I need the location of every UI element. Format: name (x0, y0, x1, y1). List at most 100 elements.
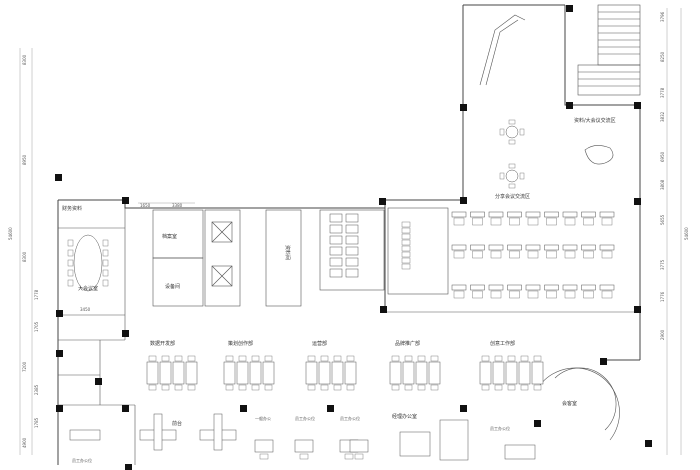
meeting-chair (102, 239, 109, 247)
workstation-chair (251, 355, 260, 362)
structural-column (55, 174, 62, 181)
structural-column (379, 198, 386, 205)
workstation-chair (430, 355, 439, 362)
label-archive-room: 档案室 (162, 233, 177, 240)
lecture-chair (546, 290, 557, 299)
workstation-chair (391, 384, 400, 391)
lecture-desk (581, 244, 596, 251)
workstation-chair (520, 384, 529, 391)
workstation-chair (533, 384, 542, 391)
lecture-chair (472, 250, 483, 259)
structural-column (634, 306, 641, 313)
workstation-chair (333, 384, 342, 391)
workstation-chair (148, 355, 157, 362)
workstation-desk (185, 361, 198, 385)
structural-column (56, 405, 63, 412)
lecture-desk (562, 211, 578, 218)
label-staff-e: 员工办公位 (72, 457, 92, 463)
lecture-desk (525, 211, 541, 218)
materials-desk (329, 257, 343, 267)
round-table (505, 125, 519, 139)
workstation-chair (225, 384, 234, 391)
label-staff-a: 一般办公 (255, 415, 271, 421)
meeting-chair (102, 249, 109, 257)
label-reading-area: 资料/大会议交流区 (574, 117, 616, 124)
dim-left-1: 8300 (22, 54, 27, 65)
label-staff-c: 员工办公位 (340, 415, 360, 421)
workstation-desk (223, 361, 236, 385)
structural-column (566, 102, 573, 109)
lecture-chair (490, 217, 502, 226)
workstation-chair (161, 355, 170, 362)
label-staff-d: 员工办公位 (490, 425, 510, 431)
label-design-dept: 策划创作部 (228, 340, 253, 347)
lecture-chair (509, 250, 520, 259)
workstation-chair (148, 384, 157, 391)
workstation-chair (238, 355, 247, 362)
structural-column (460, 197, 467, 204)
left-dimensions: 8300 8950 8300 1778 1705 7200 2385 1785 … (8, 54, 39, 448)
office-chair (259, 453, 269, 460)
workstation-chair (187, 384, 196, 391)
dim-left-6: 7200 (22, 361, 27, 372)
meeting-chair (67, 239, 74, 247)
label-discussion-area: 分享会议交流区 (495, 193, 530, 200)
materials-desk (345, 257, 359, 267)
structural-column (460, 405, 467, 412)
workstation-chair (507, 384, 516, 391)
lecture-chair (527, 250, 539, 259)
workstation-desk (402, 361, 415, 385)
lecture-desk (562, 244, 578, 251)
workstation-chair (404, 355, 413, 362)
lecture-desk (599, 211, 615, 218)
workstation-chair (320, 384, 329, 391)
structural-column (122, 330, 129, 337)
structural-column (240, 405, 247, 412)
dim-right-1: 3796 (660, 11, 665, 22)
structural-column (122, 197, 129, 204)
meeting-chair (67, 269, 74, 277)
workstation-chair (481, 384, 490, 391)
round-chair (508, 163, 516, 169)
dim-right-total: 54600 (684, 227, 689, 240)
structural-column (56, 310, 63, 317)
lecture-desk (451, 211, 467, 218)
stairs (577, 4, 641, 96)
lecture-desk (581, 284, 596, 291)
workstation-chair (346, 355, 355, 362)
office-desk (254, 439, 274, 453)
round-chair (508, 139, 516, 145)
dim-left-3: 8300 (22, 251, 27, 262)
lecture-desk (451, 244, 467, 251)
lecture-desk (470, 211, 485, 218)
meeting-chair (67, 249, 74, 257)
label-marketing-dept: 品牌推广部 (395, 340, 420, 347)
lecture-chair (453, 250, 465, 259)
workstation-desk (172, 361, 185, 385)
lecture-chair (583, 217, 594, 226)
label-hr-dept: 数据开发部 (150, 340, 175, 347)
dim-right-3: 3778 (660, 87, 665, 98)
workstation-desk (146, 361, 159, 385)
workstation-chair (507, 355, 516, 362)
reception-counter (479, 14, 526, 86)
lecture-chair (527, 290, 539, 299)
outer-walls (57, 4, 641, 465)
materials-desk (345, 246, 359, 256)
dim-left-5: 1705 (34, 321, 39, 332)
structural-column (125, 464, 132, 470)
lecture-chair (583, 250, 594, 259)
workstation-desk (428, 361, 441, 385)
workstation-chair (307, 355, 316, 362)
structural-column (600, 358, 607, 365)
materials-desk (329, 268, 343, 278)
label-lounge: 会客室 (562, 400, 577, 407)
workstation-chair (320, 355, 329, 362)
label-corridor: 前台 (172, 420, 182, 427)
dim-right-10: 2900 (660, 329, 665, 340)
lecture-chair (546, 250, 557, 259)
materials-desk (329, 246, 343, 256)
lecture-chair (527, 217, 539, 226)
